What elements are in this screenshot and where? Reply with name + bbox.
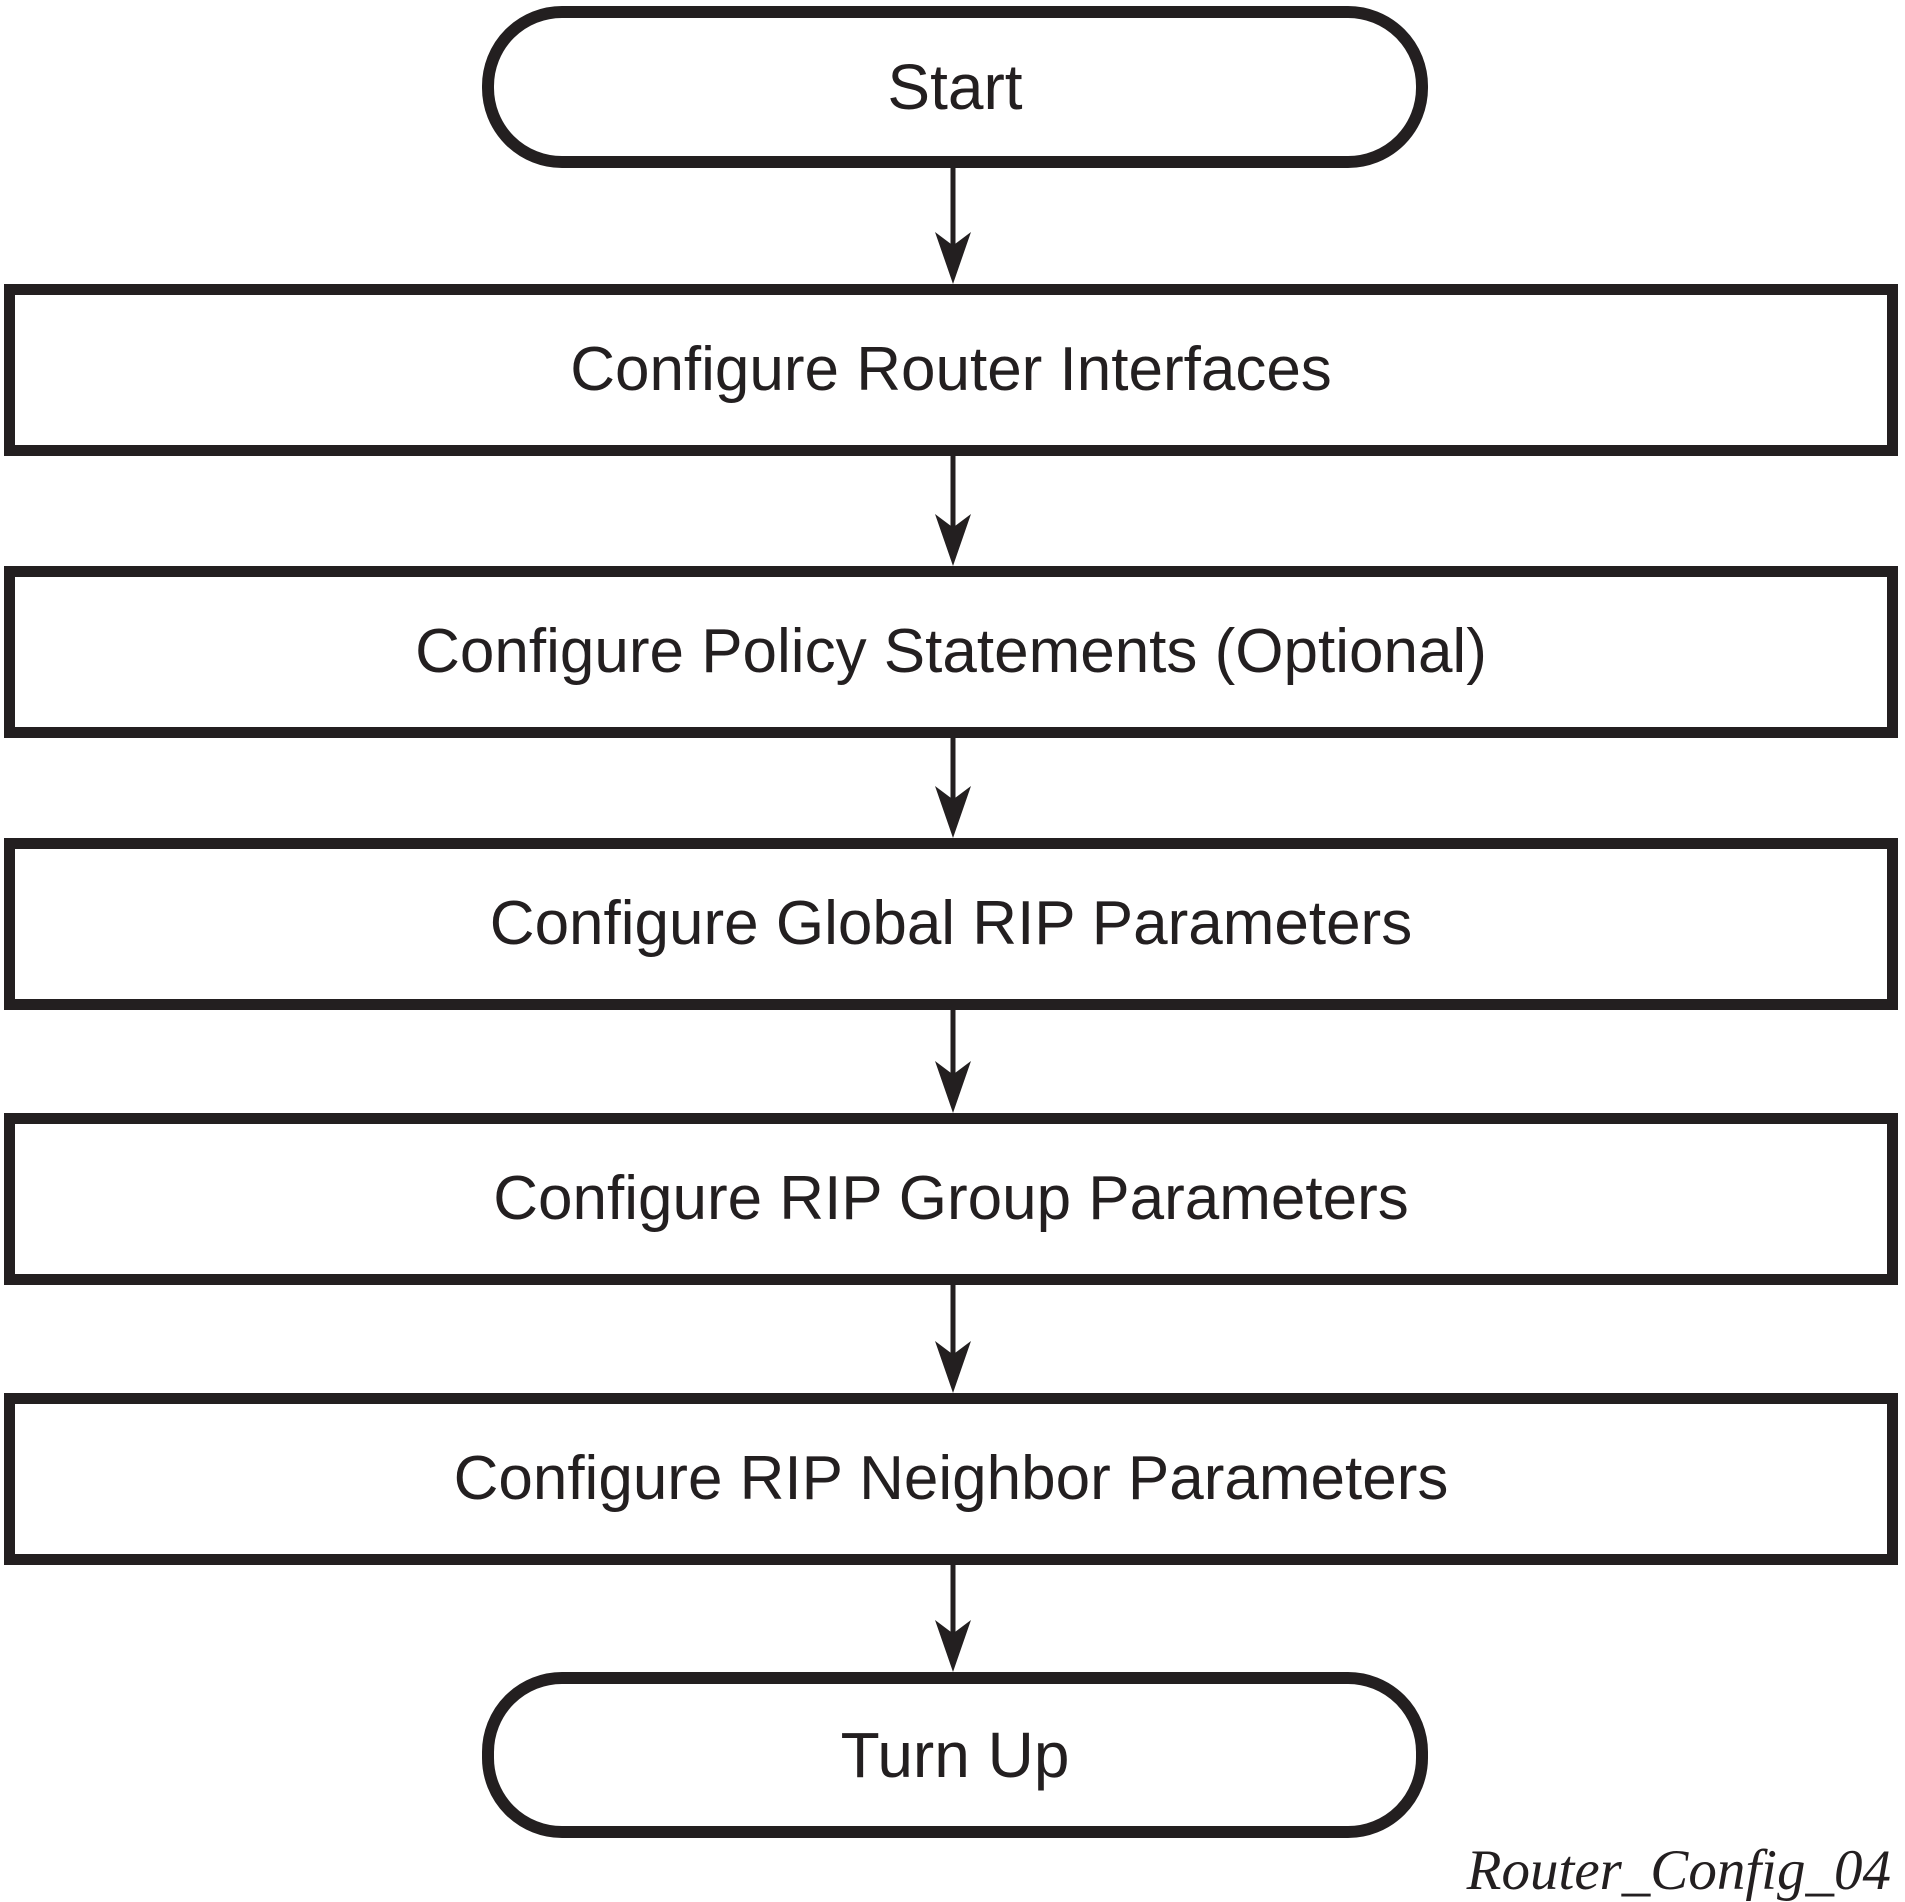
step-label: Configure RIP Group Parameters: [493, 1164, 1409, 1233]
step-box-configure-policy-statements: Configure Policy Statements (Optional): [4, 566, 1898, 738]
figure-caption: Router_Config_04: [1466, 1839, 1891, 1902]
arrow-stem: [950, 736, 956, 800]
step-box-configure-rip-group-parameters: Configure RIP Group Parameters: [4, 1113, 1898, 1285]
step-label: Configure Router Interfaces: [570, 335, 1332, 404]
step-box-configure-router-interfaces: Configure Router Interfaces: [4, 284, 1898, 456]
end-terminator-node: Turn Up: [482, 1672, 1428, 1838]
step-box-configure-global-rip-parameters: Configure Global RIP Parameters: [4, 838, 1898, 1010]
arrow-stem: [950, 1563, 956, 1634]
down-arrow-connector: [935, 736, 971, 838]
down-arrow-connector: [935, 454, 971, 566]
start-node-label: Start: [887, 51, 1023, 123]
down-arrow-connector: [935, 1563, 971, 1672]
down-arrow-connector: [935, 166, 971, 284]
down-arrow-connector: [935, 1008, 971, 1113]
step-label: Configure Global RIP Parameters: [489, 889, 1413, 958]
arrow-stem: [950, 1283, 956, 1355]
down-arrow-connector: [935, 1283, 971, 1393]
step-label: Configure RIP Neighbor Parameters: [453, 1444, 1449, 1513]
start-terminator-node: Start: [482, 6, 1428, 168]
end-node-label: Turn Up: [840, 1719, 1070, 1791]
arrow-stem: [950, 454, 956, 528]
step-label: Configure Policy Statements (Optional): [415, 617, 1487, 686]
arrow-stem: [950, 1008, 956, 1075]
arrow-stem: [950, 166, 956, 246]
step-box-configure-rip-neighbor-parameters: Configure RIP Neighbor Parameters: [4, 1393, 1898, 1565]
